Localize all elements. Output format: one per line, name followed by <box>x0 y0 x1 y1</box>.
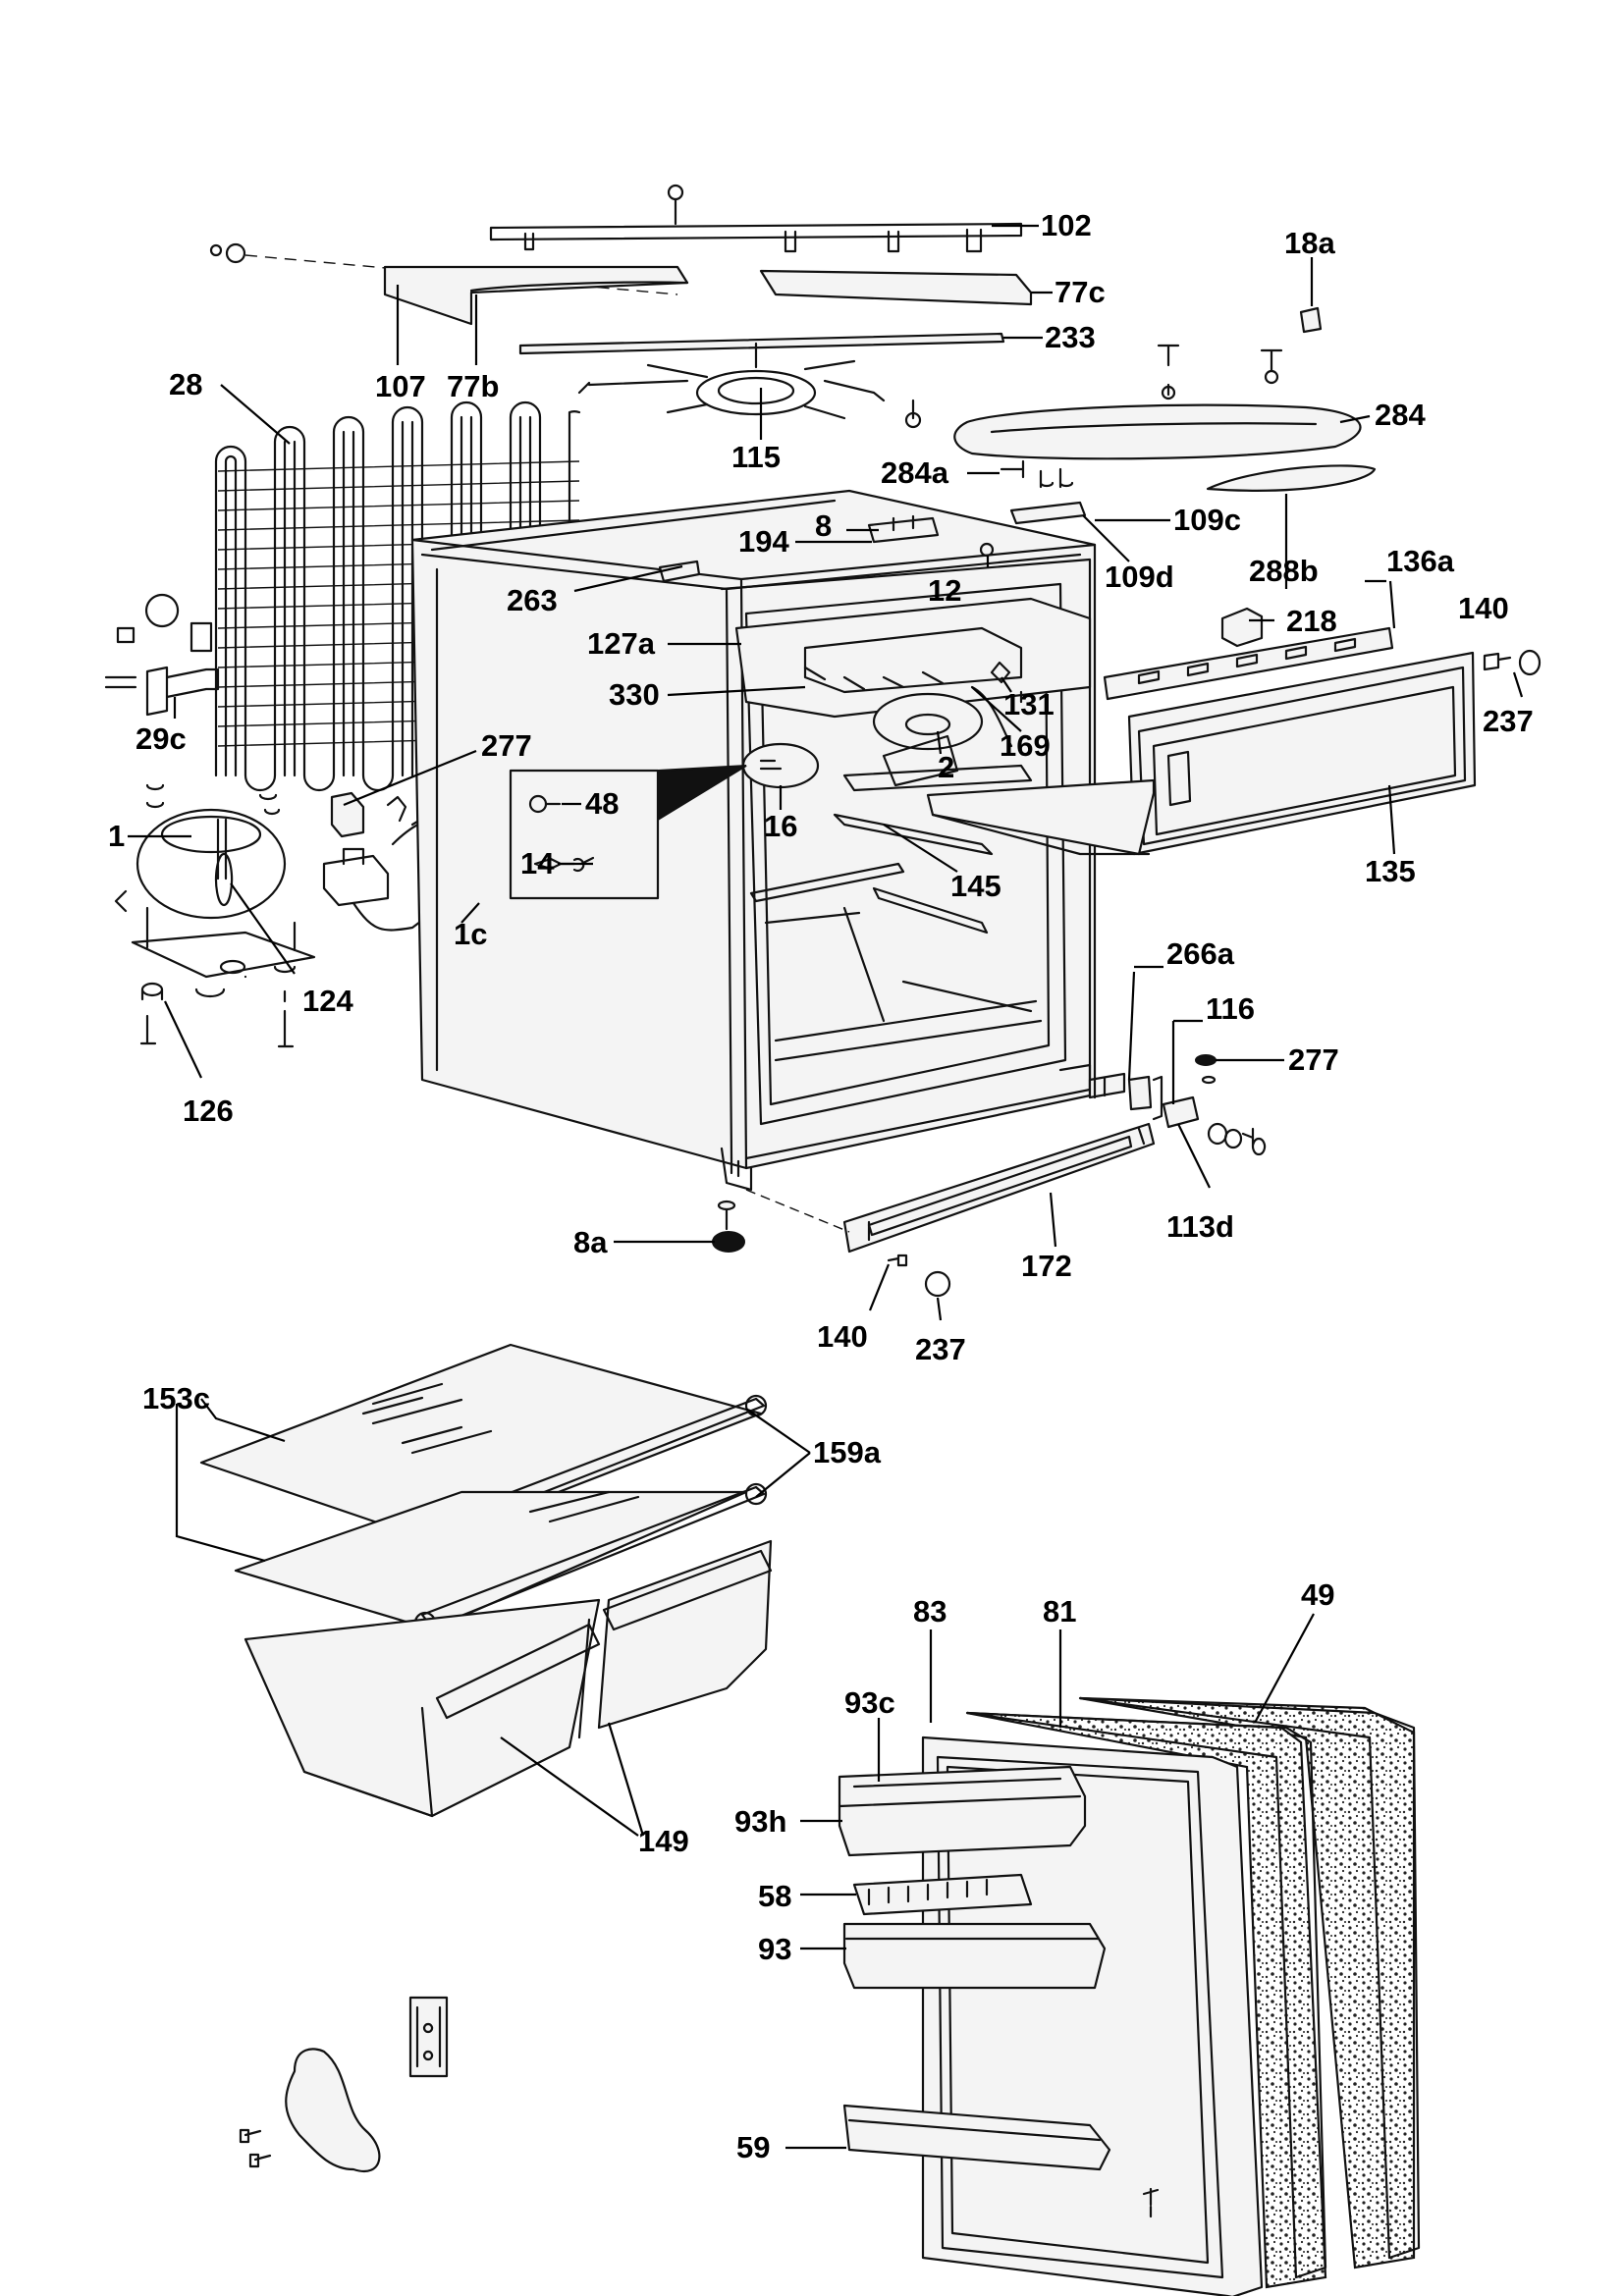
hinge-assembly <box>1088 1054 1267 1156</box>
strip-233 <box>518 332 1005 355</box>
right-duct <box>759 269 1033 306</box>
label-153c: 153c <box>142 1381 210 1415</box>
label-263: 263 <box>507 583 558 617</box>
label-237: 237 <box>1483 704 1534 738</box>
label-127a: 127a <box>587 626 656 661</box>
bracket-29c <box>104 593 220 717</box>
top-frame-bar <box>489 222 1023 241</box>
label-93: 93 <box>758 1932 791 1966</box>
lens-288b <box>1206 464 1377 492</box>
screw-cap-bottom <box>887 1254 951 1298</box>
lamp-inset-box <box>509 765 747 900</box>
label-58: 58 <box>758 1879 791 1913</box>
label-18a: 18a <box>1284 226 1335 260</box>
label-113d: 113d <box>1166 1209 1234 1244</box>
left-duct <box>383 265 689 326</box>
label-277-top: 277 <box>481 728 532 763</box>
label-237-bottom: 237 <box>915 1332 966 1366</box>
label-266a: 266a <box>1166 936 1235 971</box>
label-14: 14 <box>520 846 555 881</box>
top-screw <box>667 184 684 201</box>
label-330: 330 <box>609 677 660 712</box>
label-2: 2 <box>938 750 954 784</box>
compressor-1 <box>114 783 316 1048</box>
label-136a: 136a <box>1386 544 1455 578</box>
label-102: 102 <box>1041 208 1092 242</box>
label-81: 81 <box>1043 1594 1076 1629</box>
label-109c: 109c <box>1173 503 1241 537</box>
label-149: 149 <box>638 1824 689 1858</box>
main-door-assembly <box>838 1696 1421 2296</box>
label-159a: 159a <box>813 1435 882 1469</box>
label-28: 28 <box>169 367 202 401</box>
loose-parts-bottom-left <box>239 1996 449 2172</box>
label-107: 107 <box>375 369 426 403</box>
label-194: 194 <box>738 524 789 559</box>
label-124: 124 <box>302 984 353 1018</box>
label-284: 284 <box>1375 398 1426 432</box>
label-169: 169 <box>1000 728 1051 763</box>
label-93h: 93h <box>734 1804 786 1839</box>
label-135: 135 <box>1365 854 1416 888</box>
label-1c: 1c <box>454 917 487 951</box>
fan-spider-115 <box>577 342 886 420</box>
label-218: 218 <box>1286 604 1337 638</box>
label-277-right: 277 <box>1288 1042 1339 1077</box>
label-284a: 284a <box>881 455 949 490</box>
label-116: 116 <box>1206 991 1255 1026</box>
label-49: 49 <box>1301 1577 1334 1612</box>
label-16: 16 <box>764 809 797 843</box>
label-288b: 288b <box>1249 554 1319 588</box>
clip-218 <box>1220 607 1264 648</box>
label-59: 59 <box>736 2130 770 2164</box>
label-8a: 8a <box>573 1225 608 1259</box>
label-29c: 29c <box>135 721 187 756</box>
label-77b: 77b <box>447 369 499 403</box>
crisper-drawers-149 <box>243 1539 773 1818</box>
label-131: 131 <box>1003 687 1055 721</box>
label-77c: 77c <box>1055 275 1106 309</box>
label-172: 172 <box>1021 1249 1072 1283</box>
kick-plate-172 <box>745 1122 1156 1254</box>
label-93c: 93c <box>844 1685 895 1720</box>
freezer-door-135 <box>926 626 1477 856</box>
label-48: 48 <box>585 786 619 821</box>
label-115: 115 <box>731 440 781 474</box>
label-140-bottom: 140 <box>817 1319 868 1354</box>
label-145: 145 <box>950 869 1001 903</box>
part-labels: 102 18a 77c 107 77b 233 28 115 284 284a … <box>108 208 1534 2164</box>
leader-lines <box>128 224 1524 2150</box>
screw-cap-right <box>1483 649 1542 676</box>
label-1: 1 <box>108 819 125 853</box>
label-126: 126 <box>183 1094 234 1128</box>
foot-8a <box>712 1200 745 1253</box>
label-140: 140 <box>1458 591 1509 625</box>
label-233: 233 <box>1045 320 1096 354</box>
condenser-fins <box>217 460 580 747</box>
label-12: 12 <box>928 573 961 608</box>
top-panel-284 <box>904 344 1362 489</box>
clip-18a <box>1299 306 1323 334</box>
label-8: 8 <box>815 508 832 543</box>
label-83: 83 <box>913 1594 947 1629</box>
label-109d: 109d <box>1105 560 1174 594</box>
top-cover-parts <box>209 184 1033 420</box>
